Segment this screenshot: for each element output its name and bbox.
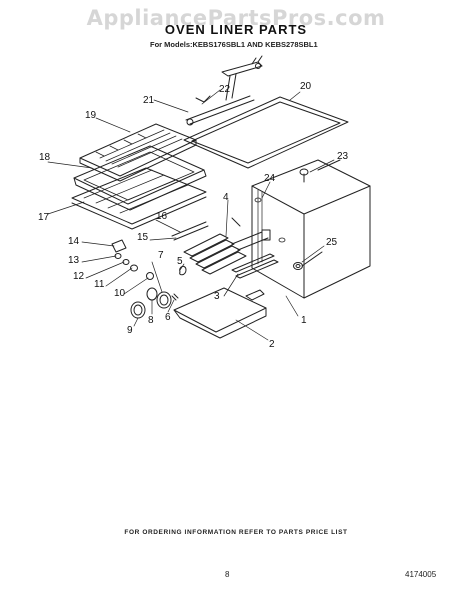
part-23-sensor (299, 159, 341, 183)
callout-3: 3 (214, 291, 220, 302)
part-11-nut (130, 264, 138, 272)
callout-21: 21 (143, 95, 155, 106)
part-25-fitting (293, 251, 323, 270)
callout-6: 6 (165, 312, 171, 323)
callout-9: 9 (127, 325, 133, 336)
callout-25: 25 (326, 237, 338, 248)
callout-16: 16 (156, 211, 168, 222)
part-20-gasket-frame (183, 96, 349, 169)
part-4-bake-element (183, 217, 271, 275)
callout-10: 10 (114, 288, 126, 299)
part-8-ring (146, 287, 158, 301)
part-14-bracket (111, 239, 127, 253)
ordering-info-note: FOR ORDERING INFORMATION REFER TO PARTS … (124, 529, 348, 536)
part-2-bottom-panel (173, 287, 267, 339)
part-19-broil-rack (79, 123, 197, 182)
callout-13: 13 (68, 255, 80, 266)
part-10-socket (146, 272, 154, 280)
document-number: 4174005 (405, 570, 437, 579)
part-6-screw (171, 293, 179, 301)
callout-7: 7 (158, 250, 164, 261)
callout-17: 17 (38, 212, 50, 223)
callout-12: 12 (73, 271, 85, 282)
part-18-broil-pan (73, 145, 207, 211)
part-16-rod (171, 221, 209, 241)
watermark: AppliancePartsPros.com (86, 6, 386, 30)
model-subtitle: For Models:KEBS176SBL1 AND KEBS278SBL1 (150, 40, 318, 49)
callout-20: 20 (300, 81, 312, 92)
callout-11: 11 (94, 279, 105, 290)
callout-14: 14 (68, 236, 80, 247)
callout-22: 22 (219, 84, 231, 95)
part-1-oven-liner (251, 159, 371, 299)
callout-23: 23 (337, 151, 349, 162)
callout-1: 1 (301, 315, 307, 326)
callout-8: 8 (148, 315, 154, 326)
leader-lines (47, 89, 335, 341)
callout-24: 24 (264, 173, 276, 184)
part-7-lens (156, 291, 172, 309)
part-12-washer (122, 259, 130, 265)
diagram-title: OVEN LINER PARTS (164, 22, 308, 37)
page-number: 8 (225, 570, 230, 579)
callout-4: 4 (223, 192, 229, 203)
callout-15: 15 (137, 232, 149, 243)
callout-5: 5 (177, 256, 183, 267)
part-17-oven-rack (71, 167, 207, 230)
part-9-cover (130, 301, 146, 319)
callout-2: 2 (269, 339, 275, 350)
part-5-clip (179, 265, 187, 276)
callout-18: 18 (39, 152, 51, 163)
part-3-element (231, 253, 279, 279)
part-21-rod (185, 95, 255, 126)
callout-19: 19 (85, 110, 97, 121)
part-22-bracket (221, 55, 263, 101)
